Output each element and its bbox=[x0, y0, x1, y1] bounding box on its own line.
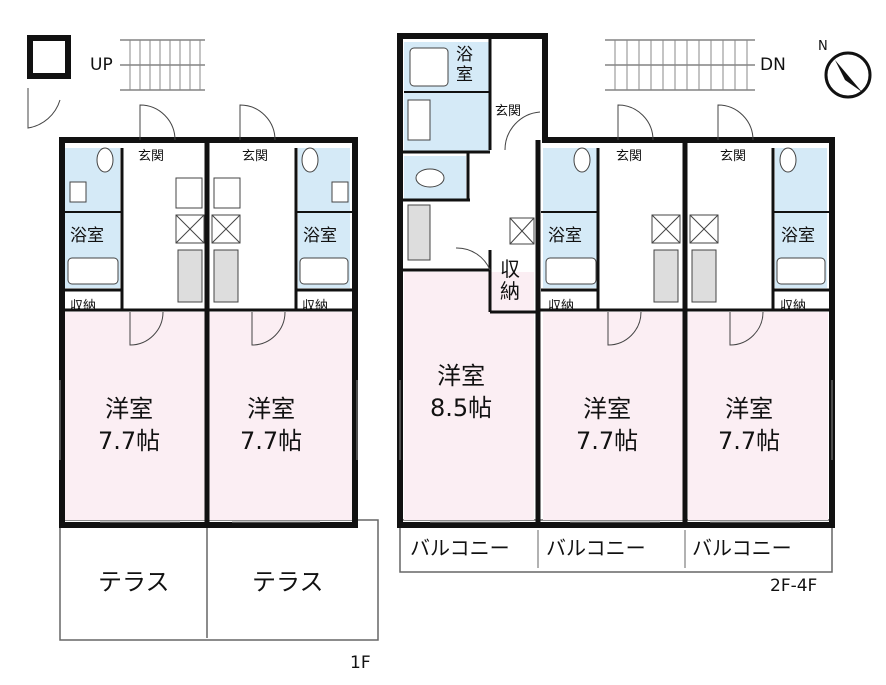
terrace-label-b: テラス bbox=[252, 568, 324, 596]
balcony-label-a: バルコニー bbox=[410, 536, 510, 560]
balcony-label-b: バルコニー bbox=[546, 536, 646, 560]
bath-label-1f-b: 浴室 bbox=[303, 226, 337, 246]
western-room-1f-a bbox=[65, 312, 206, 520]
entrance-label-1f-a: 玄関 bbox=[138, 149, 165, 164]
entrance-label-upper-corner: 玄関 bbox=[495, 104, 522, 119]
storage-label-upper-b: 収納 bbox=[780, 299, 807, 314]
terrace-area bbox=[59, 519, 379, 641]
stairs-down bbox=[605, 39, 755, 91]
compass-north-label: N bbox=[818, 39, 828, 54]
storage-label-upper-a: 収納 bbox=[548, 299, 575, 314]
first-floor-plan bbox=[27, 35, 379, 641]
western-room-upper-a bbox=[543, 312, 683, 520]
western-room-upper-b bbox=[688, 312, 828, 520]
entrance-label-1f-b: 玄関 bbox=[242, 149, 269, 164]
stairs-up-label: UP bbox=[90, 55, 113, 75]
stairs-down-label: DN bbox=[760, 55, 786, 75]
entrance-label-upper-a: 玄関 bbox=[616, 149, 643, 164]
room-label-upper-85: 洋室 8.5帖 bbox=[430, 362, 493, 422]
bath-label-upper-corner: 浴 室 bbox=[456, 45, 473, 85]
storage-label-1f-b: 収納 bbox=[302, 299, 329, 314]
room-label-upper-b: 洋室 7.7帖 bbox=[718, 395, 781, 455]
bath-label-upper-a: 浴室 bbox=[548, 226, 582, 246]
floor-mark-upper: 2F-4F bbox=[770, 576, 818, 596]
north-arrow-icon bbox=[824, 51, 872, 99]
storage-label-upper-corner: 収 納 bbox=[500, 257, 520, 303]
upper-floor-plan bbox=[397, 33, 835, 573]
room-label-1f-a: 洋室 7.7帖 bbox=[98, 395, 161, 455]
terrace-label-a: テラス bbox=[98, 568, 170, 596]
stairs-up bbox=[120, 39, 205, 91]
room-label-1f-b: 洋室 7.7帖 bbox=[240, 395, 303, 455]
bath-label-1f-a: 浴室 bbox=[70, 226, 104, 246]
entrance-label-upper-b: 玄関 bbox=[720, 149, 747, 164]
western-room-1f-b bbox=[209, 312, 354, 520]
room-label-upper-a: 洋室 7.7帖 bbox=[576, 395, 639, 455]
balcony-label-c: バルコニー bbox=[692, 536, 792, 560]
floor-mark-1f: 1F bbox=[350, 653, 371, 673]
storage-label-1f-a: 収納 bbox=[70, 299, 97, 314]
bath-label-upper-b: 浴室 bbox=[781, 226, 815, 246]
